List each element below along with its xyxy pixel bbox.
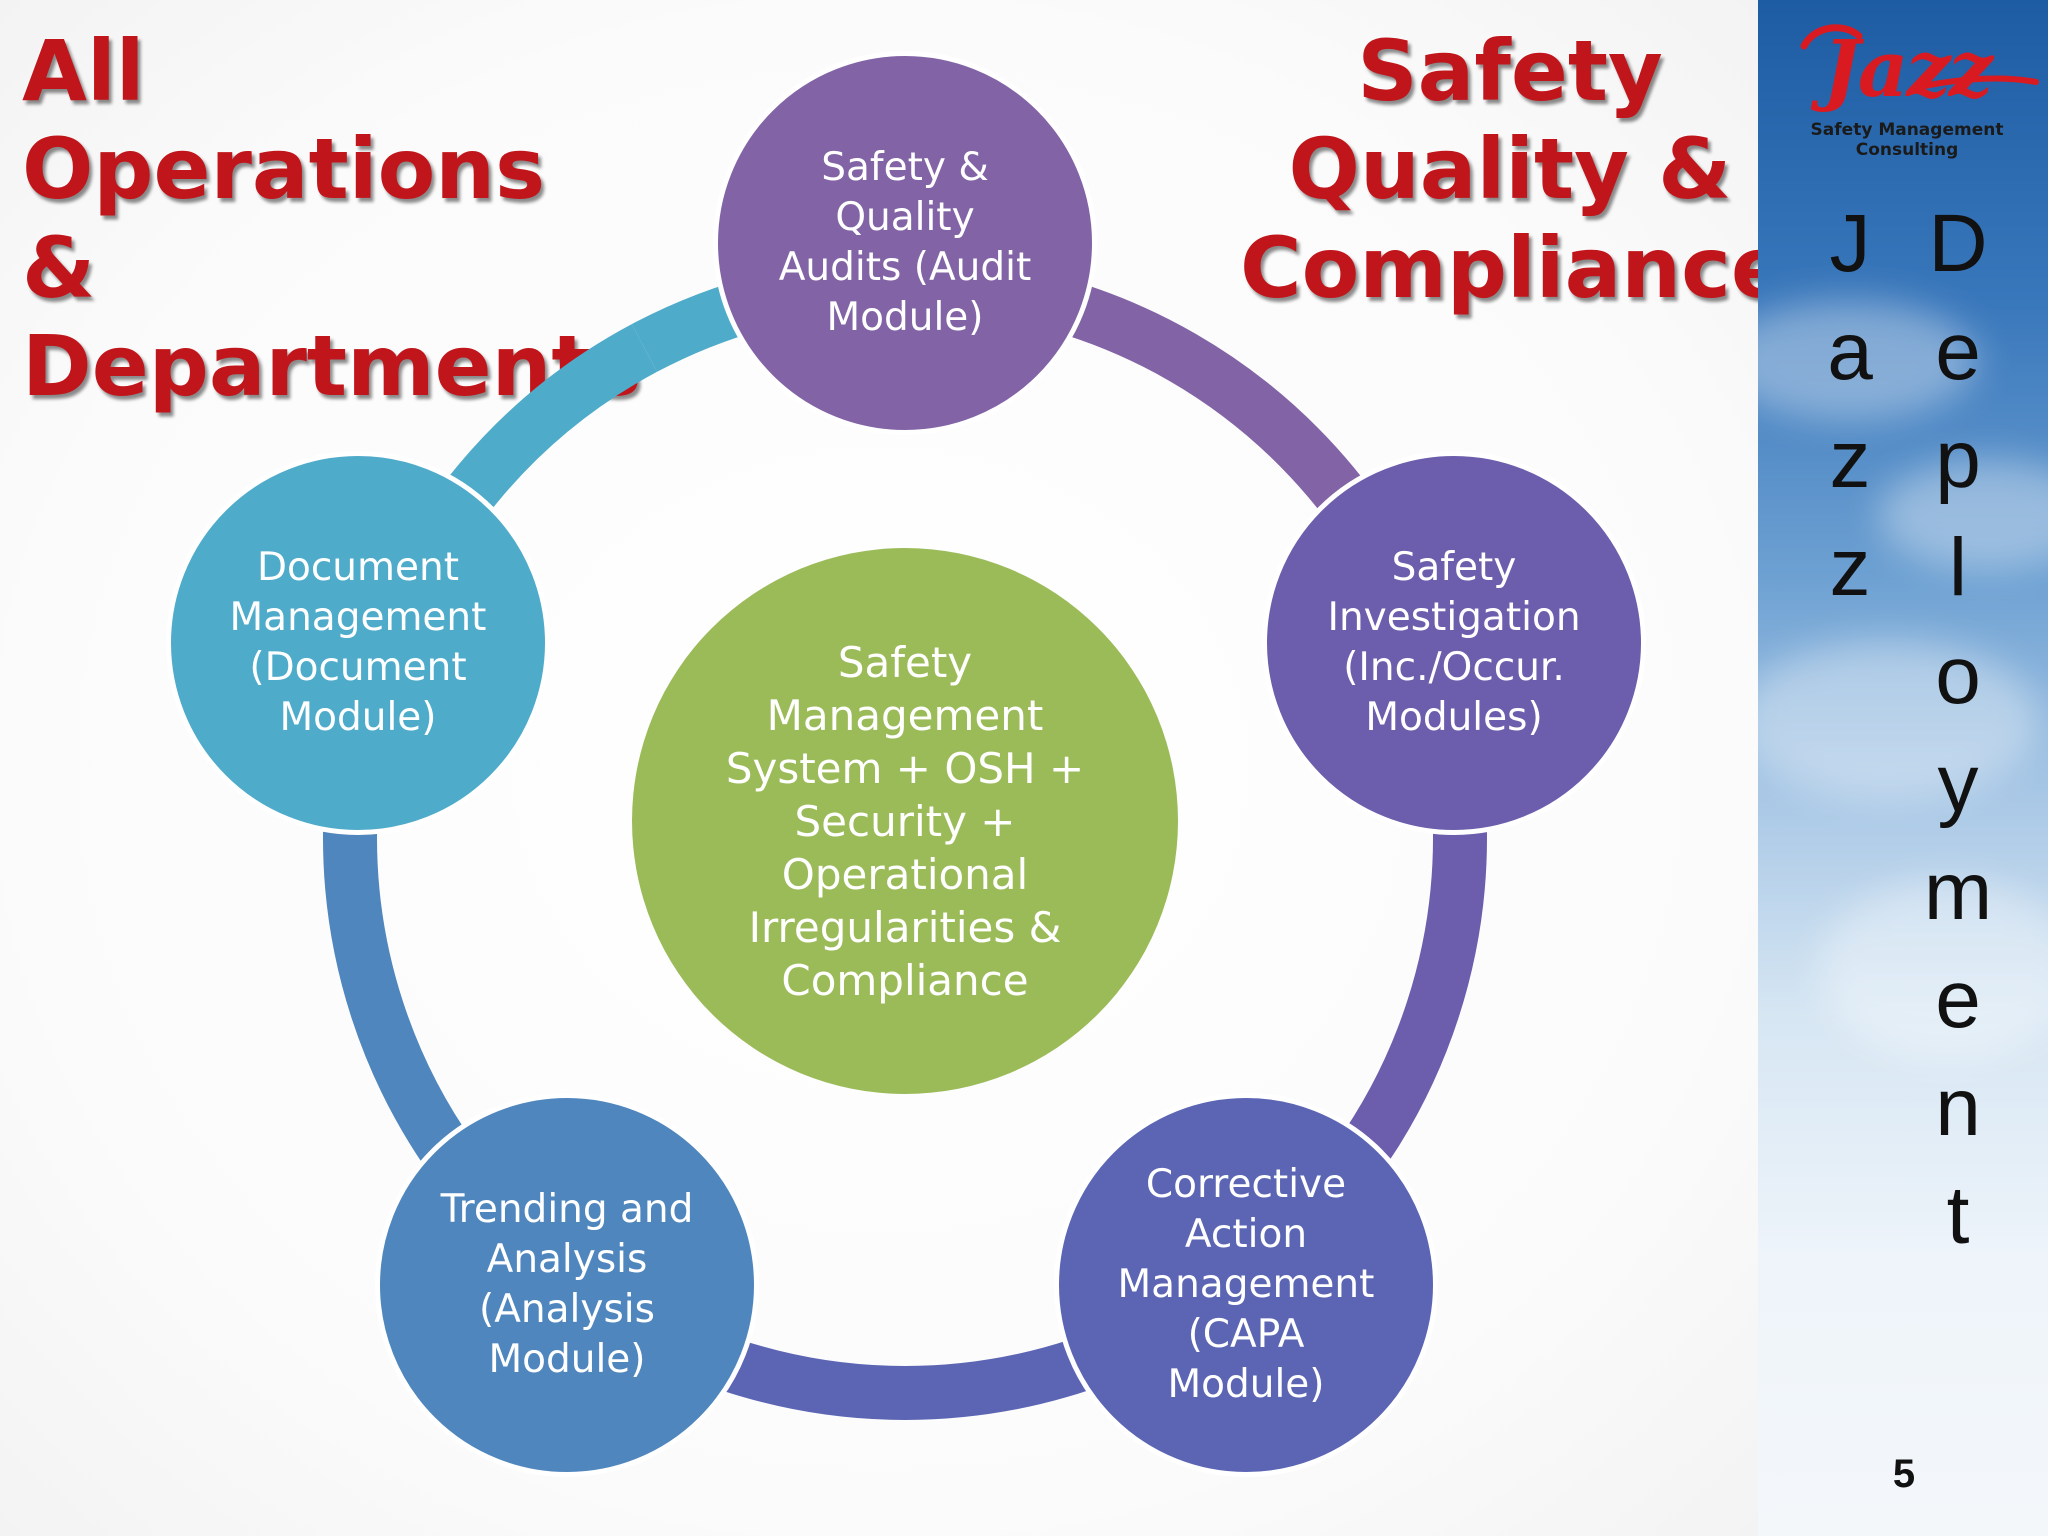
- deployment-letter: y: [1937, 738, 1979, 829]
- center-node-safety-management-system: Safety Management System + OSH + Securit…: [632, 548, 1178, 1094]
- deployment-letter: D: [1928, 198, 1988, 289]
- page-number: 5: [1892, 1452, 1916, 1496]
- center-node-label: Safety Management System + OSH + Securit…: [725, 637, 1085, 1005]
- node-investigation-modules: Safety Investigation (Inc./Occur. Module…: [1262, 451, 1646, 835]
- cloud-decoration: [1758, 300, 1978, 420]
- deployment-letter: l: [1948, 522, 1968, 613]
- deployment-letter: e: [1935, 954, 1981, 1045]
- cloud-decoration: [1818, 880, 2048, 1060]
- logo-subtitle: Safety Management Consulting: [1810, 120, 2004, 160]
- title-right-line-3: Compliance: [1240, 218, 1788, 317]
- node-analysis-module-label: Trending and Analysis (Analysis Module): [440, 1187, 694, 1382]
- title-safety-quality-compliance: Safety Quality & Compliance: [1240, 22, 1788, 317]
- cloud-decoration: [1878, 460, 2048, 570]
- jazz-letter: z: [1829, 522, 1871, 613]
- node-audit-module-label: Safety & Quality Audits (Audit Module): [778, 145, 1032, 340]
- title-right-line-1: Safety: [1357, 22, 1663, 120]
- node-document-module-label: Document Management (Document Module): [229, 545, 487, 740]
- sidebar-sky-panel: Jazz Safety Management Consulting: [1758, 0, 2048, 1536]
- node-analysis-module: Trending and Analysis (Analysis Module): [375, 1093, 759, 1477]
- cloud-decoration: [1758, 640, 2038, 800]
- node-capa-module-label: Corrective Action Management (CAPA Modul…: [1117, 1162, 1375, 1407]
- node-audit-module: Safety & Quality Audits (Audit Module): [713, 51, 1097, 435]
- deployment-letter: n: [1935, 1062, 1981, 1153]
- deployment-letter: o: [1935, 630, 1981, 721]
- jazz-logo: Jazz Safety Management Consulting: [1774, 16, 2040, 160]
- title-left-line-1: All Operations: [22, 22, 546, 219]
- logo-swoosh-icon: [1800, 24, 2039, 89]
- deployment-letter: p: [1935, 414, 1981, 505]
- node-document-module: Document Management (Document Module): [166, 451, 550, 835]
- jazz-letter: a: [1827, 306, 1873, 397]
- deployment-letter: e: [1935, 306, 1981, 397]
- deployment-letter: m: [1923, 846, 1993, 937]
- jazz-letter: J: [1829, 198, 1871, 289]
- jazz-letter: z: [1829, 414, 1871, 505]
- title-right-line-2: Quality &: [1288, 120, 1732, 219]
- node-capa-module: Corrective Action Management (CAPA Modul…: [1054, 1093, 1438, 1477]
- logo-wordmark: Jazz: [1822, 24, 1993, 115]
- node-investigation-modules-label: Safety Investigation (Inc./Occur. Module…: [1327, 545, 1581, 740]
- deployment-letter: t: [1946, 1170, 1970, 1261]
